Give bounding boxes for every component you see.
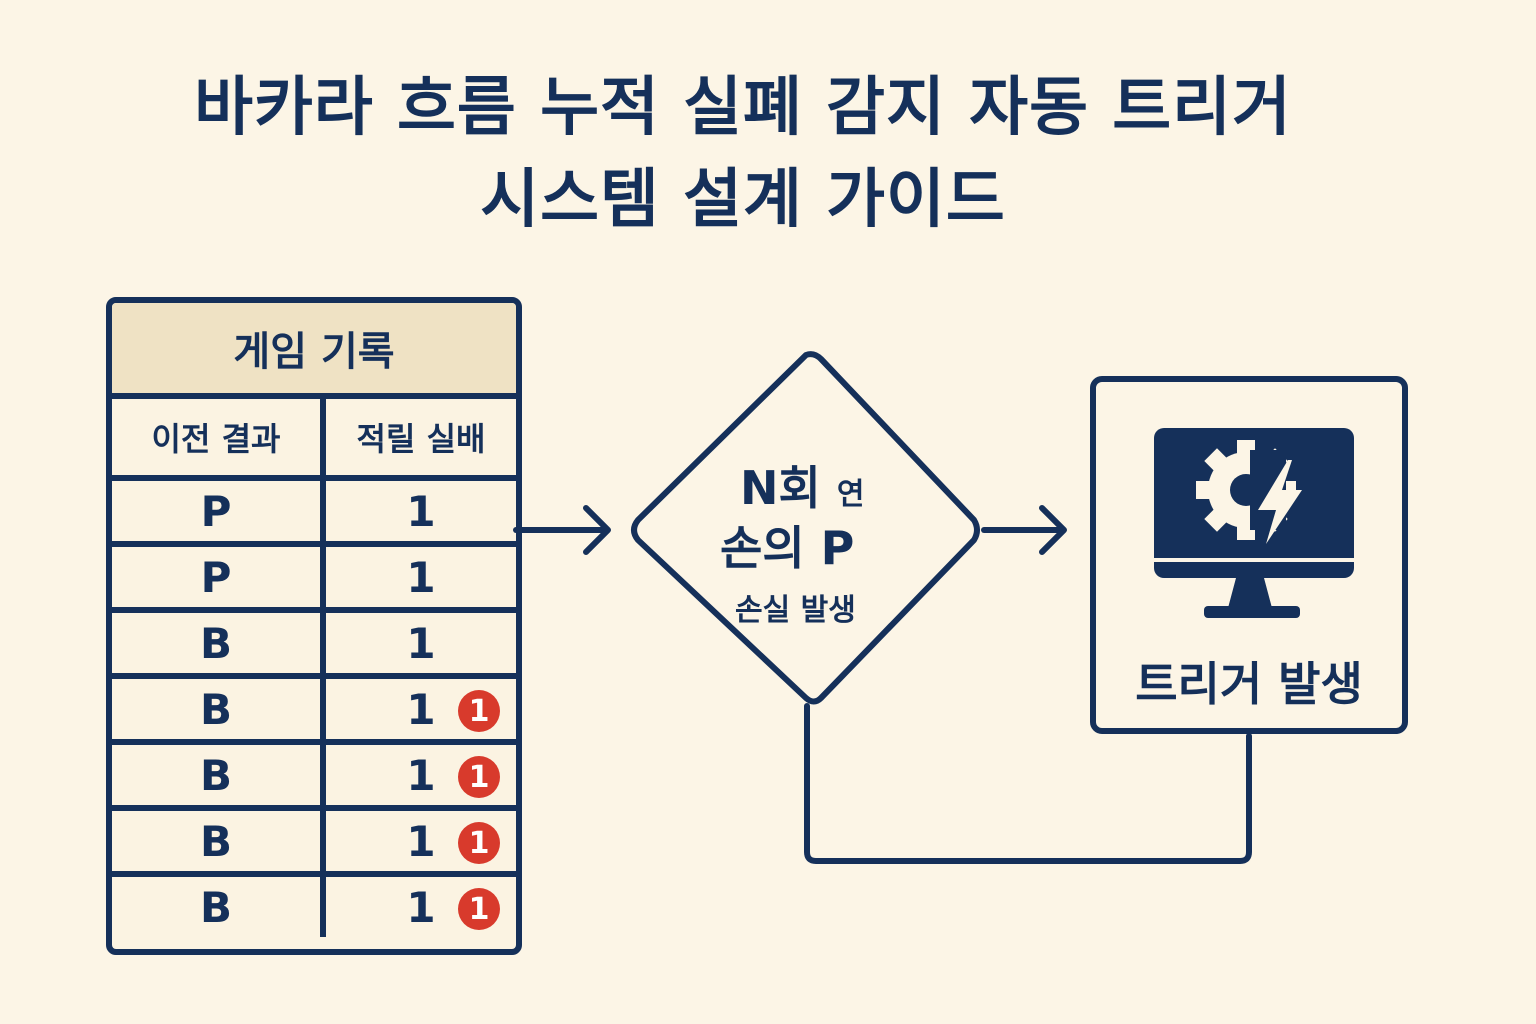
- page-title: 바카라 흐름 누적 실폐 감지 자동 트리거 시스템 설계 가이드: [0, 62, 1486, 246]
- trigger-label: 트리거 발생: [1135, 657, 1363, 711]
- column-accumulated-loss: 적릴 실배: [356, 420, 486, 458]
- arrowhead-2: [1039, 505, 1067, 555]
- decision-diamond: [631, 351, 980, 705]
- trigger-box: 트리거 발생: [1090, 376, 1408, 734]
- arrowhead-1: [583, 505, 611, 555]
- table-header: 게임 기록: [112, 303, 516, 399]
- loss-count-cell: 1: [406, 486, 436, 536]
- loss-count-cell: 1: [406, 618, 436, 668]
- previous-result-cell: B: [112, 877, 326, 937]
- column-previous-result: 이전 결과: [112, 399, 326, 475]
- previous-result-cell: P: [112, 547, 326, 607]
- decision-text-line-3: 손실 발생: [735, 593, 856, 628]
- previous-result-cell: B: [112, 613, 326, 673]
- previous-result-cell: B: [112, 745, 326, 805]
- monitor-gear-lightning-icon: [1154, 428, 1354, 618]
- table-column-headers: 이전 결과 적릴 실배: [112, 399, 516, 481]
- alert-badge: 1: [458, 888, 500, 930]
- title-line-1: 바카라 흐름 누적 실폐 감지 자동 트리거: [194, 71, 1292, 145]
- decision-text-line-1: N회 연: [740, 461, 865, 515]
- previous-result-cell: B: [112, 679, 326, 739]
- loss-count-cell: 1: [406, 552, 436, 602]
- decision-text-line-2: 손의 P: [720, 521, 855, 575]
- alert-badge: 1: [458, 822, 500, 864]
- alert-badge: 1: [458, 756, 500, 798]
- title-line-2: 시스템 설계 가이드: [480, 163, 1006, 237]
- previous-result-cell: B: [112, 811, 326, 871]
- previous-result-cell: P: [112, 481, 326, 541]
- feedback-loop-line: [804, 703, 1252, 864]
- alert-badge: 1: [458, 690, 500, 732]
